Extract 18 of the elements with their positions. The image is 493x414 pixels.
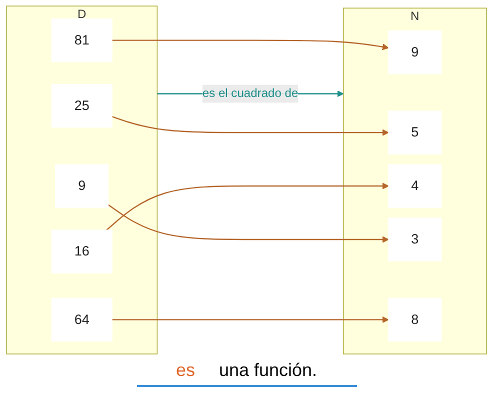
arrow — [112, 40, 389, 50]
answer-text: es — [176, 360, 195, 380]
node-box: 8 — [388, 298, 442, 342]
node-box: 25 — [51, 84, 112, 128]
node-box: 9 — [55, 164, 109, 208]
node-box: 81 — [51, 18, 112, 62]
arrow — [106, 182, 389, 231]
arrow — [112, 116, 389, 136]
node-box: 9 — [388, 30, 442, 74]
edge-label: es el cuadrado de — [202, 86, 298, 100]
node-box: 64 — [51, 298, 112, 342]
node-box: 16 — [51, 230, 112, 274]
arrow — [112, 316, 389, 324]
sentence-text: una función. — [218, 360, 318, 380]
arrow — [108, 204, 389, 243]
node-box: 4 — [388, 164, 442, 208]
node-box: 5 — [388, 110, 442, 154]
node-box: 3 — [388, 218, 442, 262]
